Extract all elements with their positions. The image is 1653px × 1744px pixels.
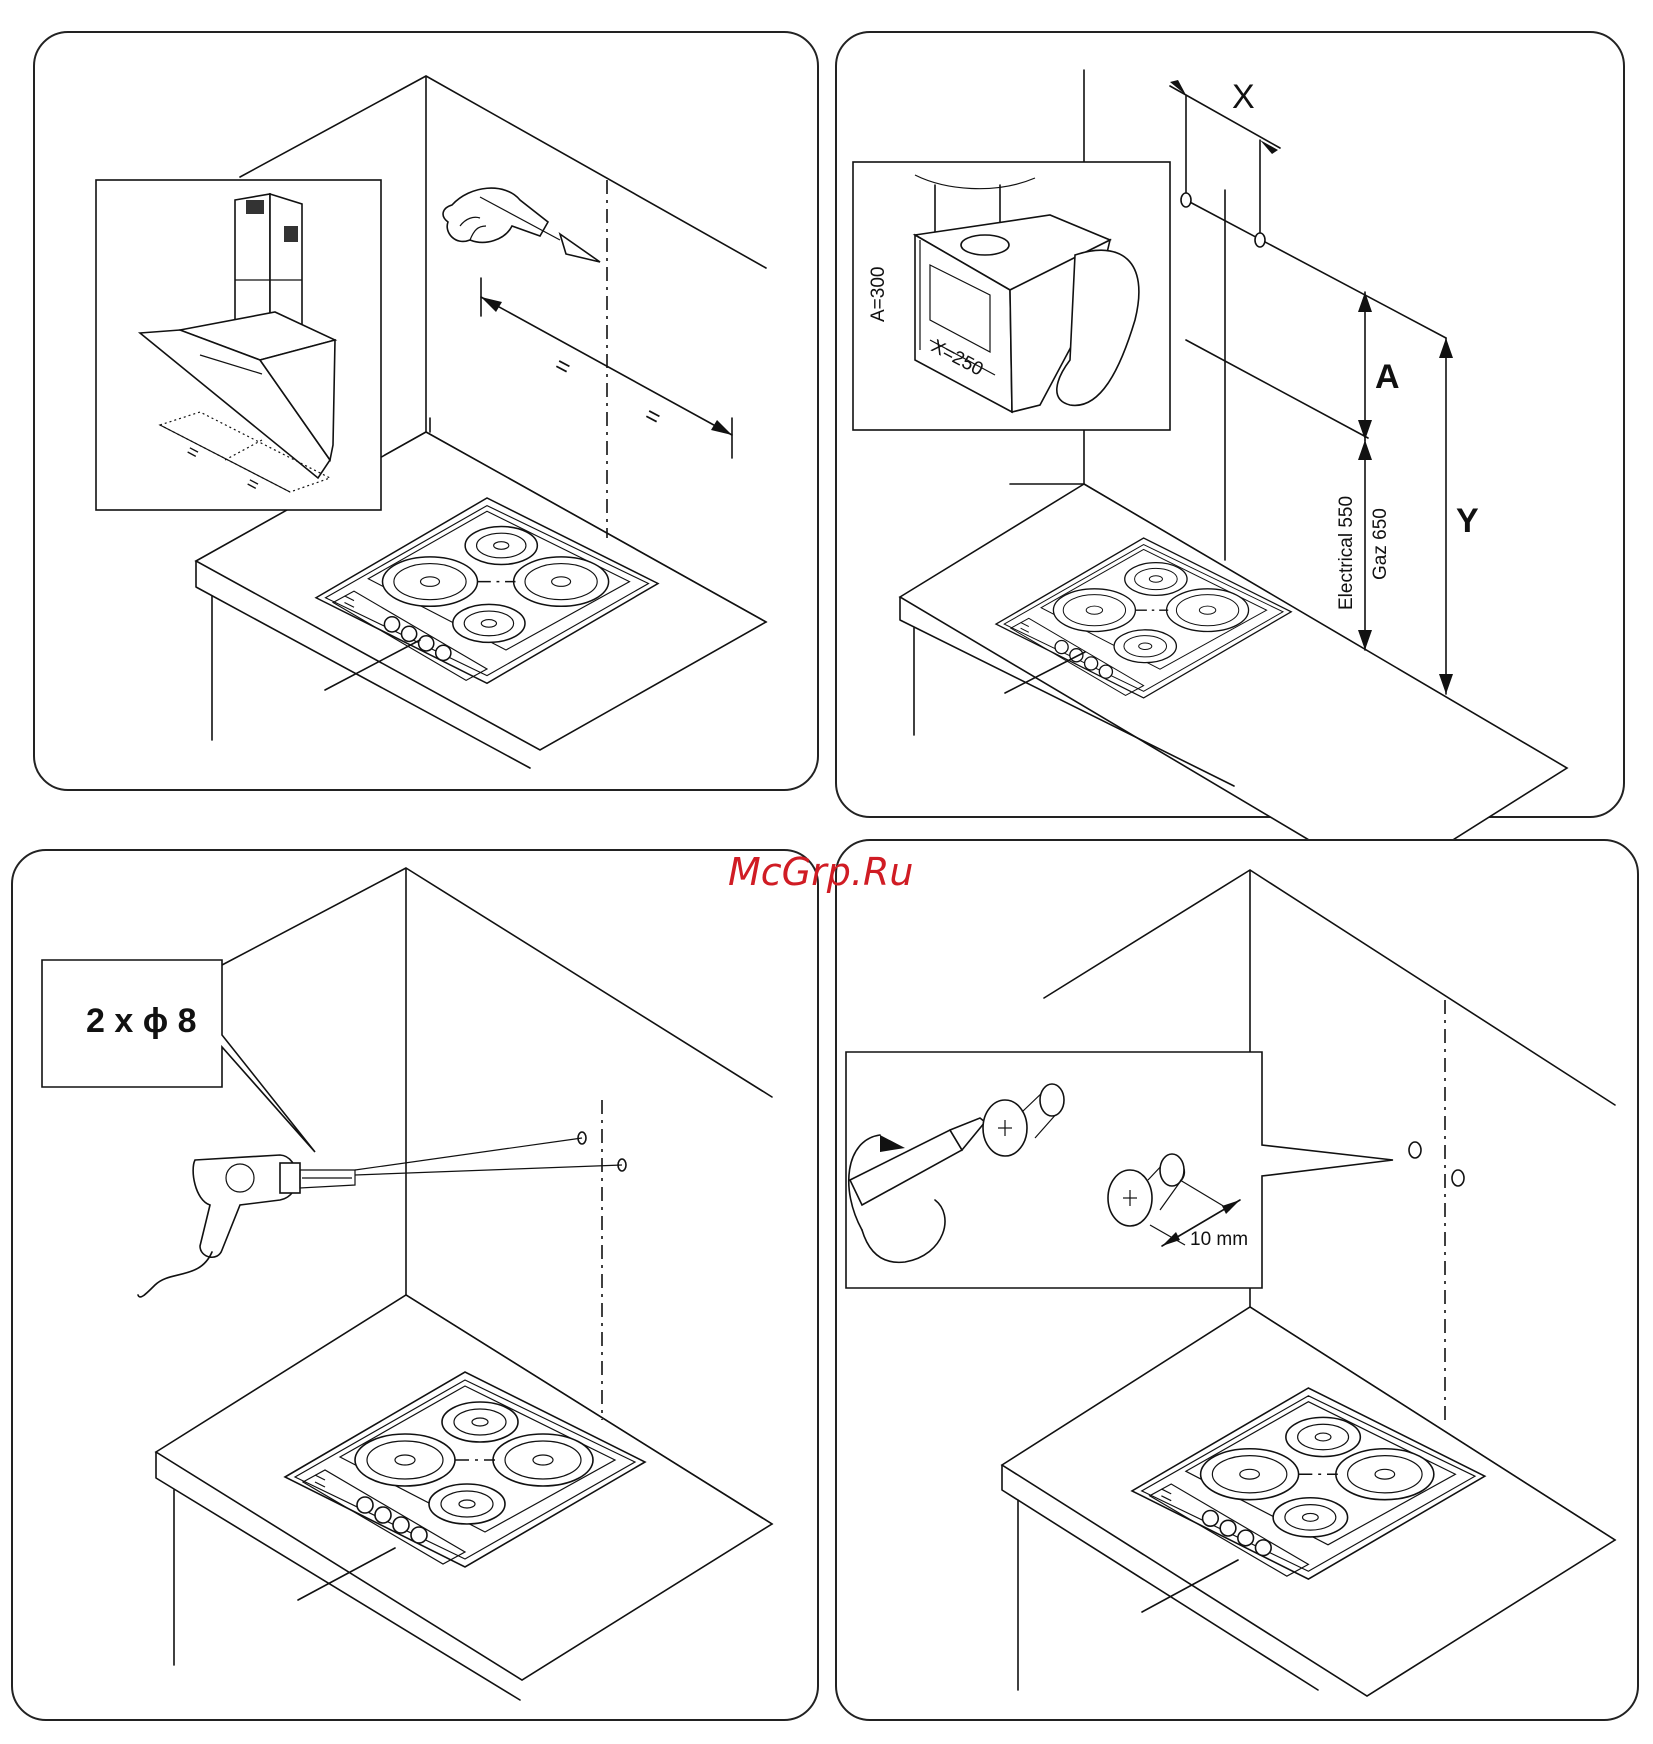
panel-1-marking: = = = = xyxy=(34,32,818,790)
watermark: McGrp.Ru xyxy=(728,850,913,894)
label-electrical: Electrical 550 xyxy=(1336,496,1357,610)
label-y: Y xyxy=(1456,502,1479,540)
drill-spec-label: 2 x ϕ 8 xyxy=(86,1002,197,1040)
label-x: X xyxy=(1232,78,1255,116)
panel-2-measurements: X A Electrical 550 Gaz 650 Y xyxy=(836,32,1624,884)
inset-hood-1: = = xyxy=(96,180,381,510)
inset-label-a: A=300 xyxy=(868,267,889,322)
inset-hood-2: A=300 X=250 xyxy=(853,162,1170,430)
panel-3-drilling: 2 x ϕ 8 xyxy=(12,850,818,1720)
label-a: A xyxy=(1375,358,1400,396)
label-gaz: Gaz 650 xyxy=(1370,508,1391,580)
panel-4-screws: 10 mm xyxy=(836,840,1638,1720)
screw-length-label: 10 mm xyxy=(1190,1229,1248,1250)
